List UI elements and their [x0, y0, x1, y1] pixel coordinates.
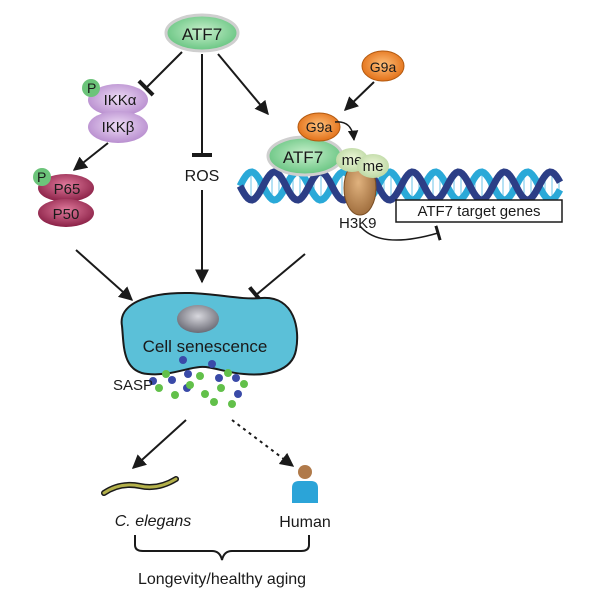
- atf7-top-label: ATF7: [182, 25, 222, 44]
- target-genes-box: ATF7 target genes: [395, 199, 563, 223]
- grouping-bracket: [134, 535, 310, 561]
- h3k9-label: H3K9: [339, 215, 377, 232]
- me2-label: me: [363, 158, 384, 175]
- phospho-p65-label: P: [37, 169, 46, 185]
- inhibit-ikk-line: [137, 51, 183, 97]
- sasp-particle: [171, 391, 179, 399]
- chromatin-inhibit-cell-line: [248, 253, 306, 304]
- ikk-alpha-label: IKKα: [104, 92, 137, 109]
- ikk-complex: P IKKα IKKβ: [82, 79, 148, 143]
- sasp-particle: [208, 360, 216, 368]
- sasp-particle: [201, 390, 209, 398]
- nucleus-icon: [177, 305, 219, 333]
- worm-icon: [101, 476, 179, 496]
- nfkb-to-cell-arrow: [75, 249, 134, 301]
- repression-curve: [359, 225, 442, 241]
- human-label: Human: [279, 514, 331, 531]
- g9a-node-dna: G9a: [297, 112, 341, 142]
- human-icon: [292, 465, 318, 503]
- cell-senescence-label: Cell senescence: [143, 337, 268, 356]
- target-genes-label: ATF7 target genes: [417, 203, 540, 220]
- sasp-particle: [162, 370, 170, 378]
- atf7-dna-label: ATF7: [283, 148, 323, 167]
- ros-label: ROS: [185, 168, 220, 185]
- sasp-particle: [186, 381, 194, 389]
- to-c-elegans-arrow: [131, 419, 187, 469]
- atf7-node-dna: ATF7: [266, 135, 344, 177]
- methyl-mark-2: me: [357, 154, 389, 178]
- g9a-recruit-arrow: [343, 81, 375, 111]
- sasp-particle: [224, 369, 232, 377]
- g9a-node-top: G9a: [361, 50, 405, 82]
- activate-chromatin-arrow: [217, 53, 269, 116]
- sasp-particle: [155, 384, 163, 392]
- sasp-particle: [240, 380, 248, 388]
- nfkb-complex: P P65 P50: [33, 168, 94, 227]
- senescent-cell: Cell senescence: [120, 291, 299, 376]
- p65-label: P65: [54, 181, 81, 198]
- sasp-particle: [228, 400, 236, 408]
- atf7-node-top: ATF7: [164, 13, 240, 53]
- longevity-label: Longevity/healthy aging: [138, 571, 306, 588]
- ikk-beta-label: IKKβ: [102, 119, 135, 136]
- sasp-particles: [149, 356, 248, 408]
- sasp-particle: [179, 356, 187, 364]
- methylation-arrow: [334, 121, 359, 142]
- phospho-p65-icon: [33, 168, 51, 186]
- phospho-ikk-icon: [82, 79, 100, 97]
- sasp-particle: [234, 390, 242, 398]
- dna-helix: [236, 168, 564, 204]
- sasp-particle: [217, 384, 225, 392]
- sasp-particle: [149, 377, 157, 385]
- sasp-particle: [168, 376, 176, 384]
- g9a-dna-label: G9a: [306, 119, 333, 135]
- sasp-particle: [196, 372, 204, 380]
- p50-label: P50: [53, 206, 80, 223]
- sasp-particle: [210, 398, 218, 406]
- c-elegans-label: C. elegans: [115, 513, 192, 530]
- to-human-arrow: [231, 419, 295, 467]
- phospho-ikk-label: P: [87, 80, 96, 96]
- dna-strand-dark: [236, 168, 564, 204]
- sasp-particle: [232, 374, 240, 382]
- sasp-particle: [184, 370, 192, 378]
- sasp-particle: [215, 374, 223, 382]
- ikk-to-nfkb-arrow: [72, 142, 109, 171]
- g9a-top-label: G9a: [370, 59, 397, 75]
- sasp-label: SASP: [113, 377, 153, 394]
- helix-strands: [236, 168, 564, 204]
